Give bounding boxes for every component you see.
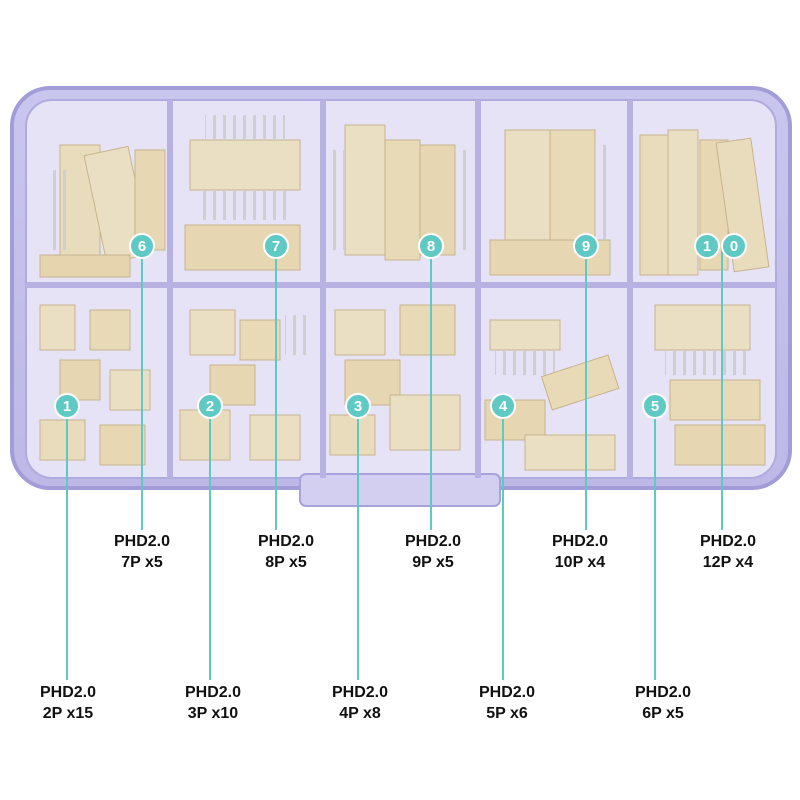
svg-text:8: 8 <box>427 238 435 255</box>
label-series: PHD2.0 <box>404 533 462 550</box>
label-6p: PHD2.0 6P x5 <box>603 682 723 724</box>
badge-1: 1 <box>54 393 80 419</box>
label-spec: 7P x5 <box>121 554 163 571</box>
svg-text:7: 7 <box>272 238 280 255</box>
label-10p: PHD2.0 10P x4 <box>520 531 640 573</box>
connectors-top-row <box>39 115 770 278</box>
label-spec: 2P x15 <box>42 705 94 722</box>
badge-8: 8 <box>418 233 444 259</box>
label-spec: 5P x6 <box>486 705 528 722</box>
badge-4: 4 <box>490 393 516 419</box>
badge-6: 6 <box>129 233 155 259</box>
badge-10: 1 0 <box>694 233 747 259</box>
label-spec: 12P x4 <box>702 554 754 571</box>
badge-3: 3 <box>345 393 371 419</box>
svg-text:2: 2 <box>206 398 214 415</box>
label-spec: 10P x4 <box>554 554 606 571</box>
label-spec: 8P x5 <box>265 554 307 571</box>
box-latch <box>299 473 501 507</box>
label-series: PHD2.0 <box>551 533 609 550</box>
label-series: PHD2.0 <box>331 684 389 701</box>
badge-2: 2 <box>197 393 223 419</box>
badge-5: 5 <box>642 393 668 419</box>
box-dividers <box>26 100 776 478</box>
label-series: PHD2.0 <box>39 684 97 701</box>
connectors-bottom-row <box>39 304 766 471</box>
label-4p: PHD2.0 4P x8 <box>300 682 420 724</box>
svg-text:5: 5 <box>651 398 659 415</box>
svg-text:6: 6 <box>138 238 146 255</box>
label-2p: PHD2.0 2P x15 <box>8 682 128 724</box>
label-spec: 4P x8 <box>339 705 381 722</box>
label-3p: PHD2.0 3P x10 <box>153 682 273 724</box>
organizer-box-photo <box>10 86 792 507</box>
badge-9: 9 <box>573 233 599 259</box>
svg-text:1: 1 <box>63 398 71 415</box>
svg-text:1: 1 <box>703 238 711 255</box>
label-9p: PHD2.0 9P x5 <box>373 531 493 573</box>
label-5p: PHD2.0 5P x6 <box>447 682 567 724</box>
svg-text:0: 0 <box>730 238 738 255</box>
label-series: PHD2.0 <box>634 684 692 701</box>
label-spec: 6P x5 <box>642 705 684 722</box>
label-12p: PHD2.0 12P x4 <box>668 531 788 573</box>
badge-7: 7 <box>263 233 289 259</box>
label-series: PHD2.0 <box>699 533 757 550</box>
svg-text:3: 3 <box>354 398 362 415</box>
svg-text:4: 4 <box>499 398 508 415</box>
label-series: PHD2.0 <box>113 533 171 550</box>
label-series: PHD2.0 <box>184 684 242 701</box>
label-spec: 9P x5 <box>412 554 454 571</box>
label-series: PHD2.0 <box>257 533 315 550</box>
label-spec: 3P x10 <box>187 705 239 722</box>
label-8p: PHD2.0 8P x5 <box>226 531 346 573</box>
svg-text:9: 9 <box>582 238 590 255</box>
label-7p: PHD2.0 7P x5 <box>82 531 202 573</box>
label-series: PHD2.0 <box>478 684 536 701</box>
